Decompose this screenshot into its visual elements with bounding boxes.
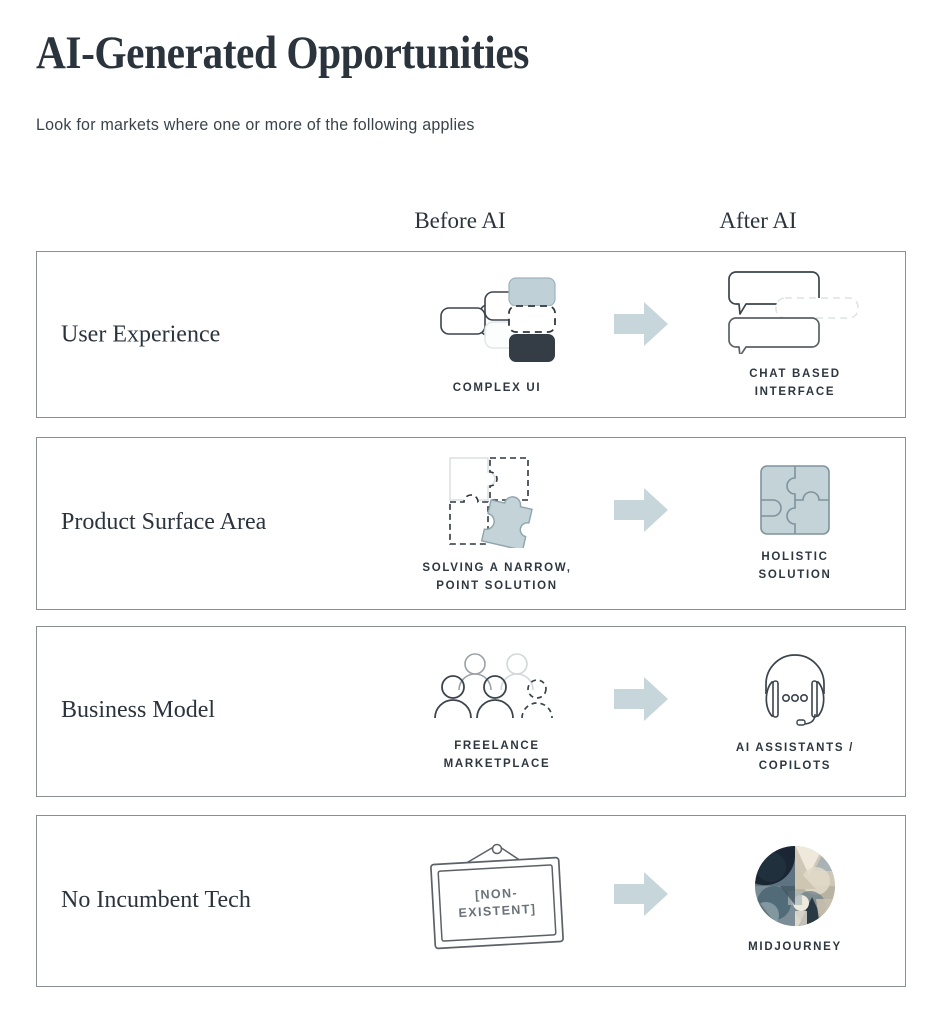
table-row: Business Model (36, 626, 906, 797)
caption-after: AI assistants / copilots (735, 741, 855, 772)
cell-after: Chat based interface (673, 252, 917, 417)
cell-before: Solving a narrow, point solution (361, 438, 633, 609)
cell-before: Complex UI (361, 252, 633, 417)
column-header-after: After AI (719, 208, 797, 233)
cell-before: [NON- EXISTENT] (361, 816, 633, 986)
caption-before: Complex UI (452, 381, 542, 394)
caption-before: Freelance marketplace (443, 739, 551, 770)
sign-text-line2: EXISTENT] (458, 902, 537, 920)
sign-text-line1: [NON- (475, 886, 519, 902)
column-header-before: Before AI (414, 208, 506, 233)
headset-icon (752, 648, 838, 728)
row-label: No Incumbent Tech (61, 886, 251, 913)
cell-before: Freelance marketplace (361, 627, 633, 796)
assembled-puzzle-icon (758, 463, 832, 537)
right-arrow-icon (605, 627, 677, 796)
midjourney-logo-icon (754, 845, 836, 927)
hanging-sign-icon: [NON- EXISTENT] (417, 839, 577, 951)
table-row: No Incumbent Tech [NON- EXISTENT] (36, 815, 906, 987)
caption-after: Holistic solution (758, 550, 832, 581)
table-row: User Experience (36, 251, 906, 418)
page-subtitle: Look for markets where one or more of th… (36, 116, 475, 134)
row-label: User Experience (61, 321, 221, 347)
page-title: AI-Generated Opportunities (36, 27, 529, 79)
row-label: Business Model (61, 696, 216, 723)
table-row: Product Surface Area Solving a narrow, p… (36, 437, 906, 610)
people-group-icon (431, 650, 563, 726)
caption-after: Chat based interface (749, 367, 841, 398)
caption-before: Solving a narrow, point solution (422, 561, 572, 592)
scattered-puzzle-icon (438, 452, 556, 548)
caption-after: Midjourney (748, 941, 842, 954)
cell-after: Midjourney (673, 816, 917, 986)
chat-bubbles-icon (728, 268, 862, 354)
cell-after: AI assistants / copilots (673, 627, 917, 796)
right-arrow-icon (605, 816, 677, 986)
cell-after: Holistic solution (673, 438, 917, 609)
row-label: Product Surface Area (61, 508, 267, 535)
node-tree-icon (435, 272, 559, 368)
right-arrow-icon (605, 252, 677, 417)
right-arrow-icon (605, 438, 677, 609)
